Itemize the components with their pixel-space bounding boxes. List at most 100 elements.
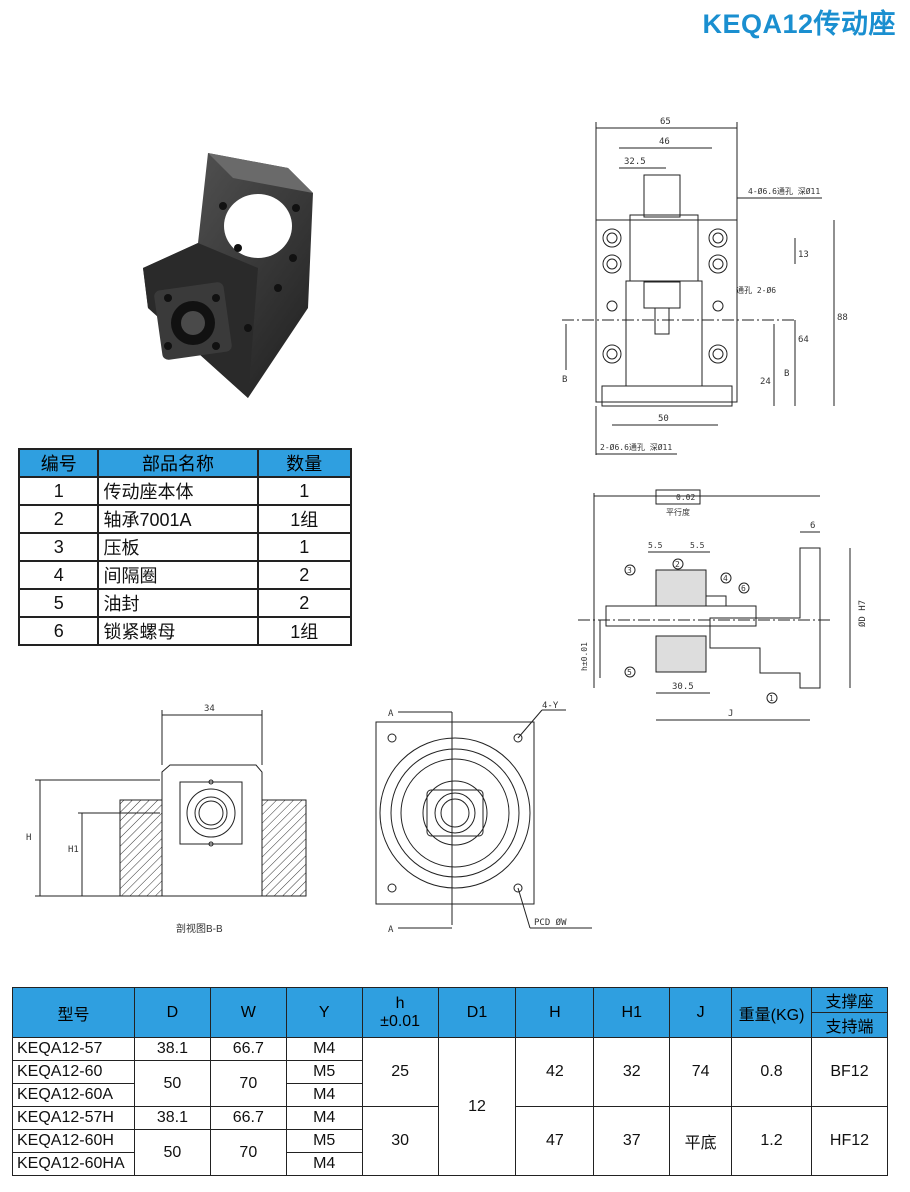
part-no: 3 [17, 532, 100, 562]
section-caption: 剖视图B-B [176, 922, 223, 935]
w-cell: 66.7 [209, 1106, 287, 1130]
hole-note-top: 4-Ø6.6通孔 深Ø11 [748, 186, 820, 196]
spec-header-weight: 重量(KG) [731, 987, 812, 1038]
hole-note-mid: 通孔 2-Ø6 [736, 285, 776, 295]
model-cell: KEQA12-57 [12, 1037, 135, 1061]
part-qty: 1 [256, 532, 353, 562]
y-cell: M4 [285, 1083, 363, 1107]
parts-header-qty: 数量 [256, 448, 353, 478]
dim-24: 24 [760, 377, 771, 387]
spec-header-support: 支撑座 [810, 987, 889, 1013]
product-photo [128, 148, 328, 398]
spec-header-support-end: 支持端 [810, 1012, 889, 1038]
spec-header-model: 型号 [12, 987, 135, 1038]
spec-header-y: Y [285, 987, 363, 1038]
parts-header-name: 部品名称 [97, 448, 259, 478]
spec-header-hh: H [515, 987, 595, 1038]
side-section-drawing: 0.02 平行度 5.5 5.5 6 h±0.01 ØD H7 30.5 J 3… [560, 488, 880, 728]
dim-D: ØD H7 [857, 600, 868, 627]
weight-cell: 0.8 [731, 1037, 812, 1107]
dim-32-5: 32.5 [624, 157, 646, 167]
table-row: 6 锁紧螺母 1组 [17, 616, 353, 646]
table-row: KEQA12-57H 38.1 66.7 M4 30 47 37 平底 1.2 … [12, 1106, 889, 1176]
d-cell: 38.1 [133, 1037, 211, 1061]
part-name: 间隔圈 [97, 560, 259, 590]
label-pcd: PCD ØW [534, 917, 567, 928]
h-cell: 30 [361, 1106, 439, 1176]
part-no: 2 [17, 504, 100, 534]
table-row: KEQA12-60H 50 70 M5 [12, 1129, 888, 1176]
dim-h: h±0.01 [580, 642, 589, 671]
callout-3: 3 [627, 566, 632, 575]
table-row: KEQA12-60A M4 [12, 1083, 888, 1107]
tol-value: 0.02 [676, 493, 695, 502]
dim-H: H [26, 833, 31, 843]
part-no: 5 [17, 588, 100, 618]
callout-1: 1 [769, 694, 774, 703]
page-title: KEQA12传动座 [702, 9, 896, 39]
part-name: 油封 [97, 588, 259, 618]
part-no: 1 [17, 476, 100, 506]
label-a-top: A [388, 709, 394, 719]
model-cell: KEQA12-60H [12, 1129, 135, 1153]
dim-6: 6 [810, 521, 815, 531]
dim-34: 34 [204, 704, 215, 714]
dim-50: 50 [658, 414, 669, 424]
hole-note-bottom: 2-Ø6.6通孔 深Ø11 [600, 442, 672, 452]
model-cell: KEQA12-60 [12, 1060, 135, 1084]
model-cell: KEQA12-57H [12, 1106, 135, 1130]
section-b-left: B [562, 375, 567, 385]
parts-table: 编号 部品名称 数量 1 传动座本体 1 2 轴承7001A 1组 3 压板 1… [17, 448, 353, 646]
dim-J: J [728, 709, 733, 719]
parts-header-no: 编号 [17, 448, 100, 478]
flange-view-drawing: A A 4-Y PCD ØW [370, 700, 600, 940]
dim-65: 65 [660, 117, 671, 127]
dim-88: 88 [837, 313, 848, 323]
spec-header-d1: D1 [437, 987, 517, 1038]
dim-64: 64 [798, 335, 809, 345]
table-row: KEQA12-60HA M4 [12, 1152, 888, 1176]
table-row: KEQA12-60 50 70 M5 [12, 1060, 888, 1107]
part-name: 传动座本体 [97, 476, 259, 506]
spec-header-h: h [395, 994, 405, 1012]
part-qty: 2 [256, 588, 353, 618]
spec-header-d: D [133, 987, 211, 1038]
part-name: 轴承7001A [97, 504, 259, 534]
y-cell: M4 [285, 1152, 363, 1176]
hh-cell: 47 [515, 1106, 595, 1176]
table-row: 5 油封 2 [17, 588, 353, 618]
spec-header-j: J [669, 987, 733, 1038]
section-bb-drawing: 34 H H1 剖视图B-B [20, 700, 320, 940]
spec-header-w: W [209, 987, 287, 1038]
callout-4: 4 [723, 574, 728, 583]
j-cell: 平底 [669, 1106, 733, 1176]
top-view-drawing: 65 46 32.5 B B 4-Ø6.6通孔 深Ø11 13 88 64 24 [552, 110, 852, 470]
h1-cell: 32 [593, 1037, 671, 1107]
d-cell: 50 [133, 1060, 211, 1107]
dim-46: 46 [659, 137, 670, 147]
table-row: 2 轴承7001A 1组 [17, 504, 353, 534]
y-cell: M4 [285, 1106, 363, 1130]
model-cell: KEQA12-60A [12, 1083, 135, 1107]
part-qty: 1组 [256, 504, 353, 534]
support-cell: HF12 [810, 1106, 889, 1176]
callout-6: 6 [741, 584, 746, 593]
h-cell: 25 [361, 1037, 439, 1107]
table-row: 4 间隔圈 2 [17, 560, 353, 590]
dim-5-5-a: 5.5 [648, 541, 663, 550]
part-qty: 2 [256, 560, 353, 590]
tol-note: 平行度 [666, 507, 690, 517]
model-cell: KEQA12-60HA [12, 1152, 135, 1176]
d-cell: 38.1 [133, 1106, 211, 1130]
table-row: KEQA12-57 38.1 66.7 M4 25 12 42 32 74 0.… [12, 1037, 889, 1176]
part-no: 6 [17, 616, 100, 646]
part-name: 压板 [97, 532, 259, 562]
dim-5-5-b: 5.5 [690, 541, 705, 550]
spec-header-h-tol: h±0.01 [361, 987, 439, 1038]
d1-cell: 12 [437, 1037, 517, 1176]
part-name: 锁紧螺母 [97, 616, 259, 646]
support-cell: BF12 [810, 1037, 889, 1107]
y-cell: M5 [285, 1060, 363, 1084]
w-cell: 70 [209, 1129, 287, 1176]
section-b-right: B [784, 369, 789, 379]
